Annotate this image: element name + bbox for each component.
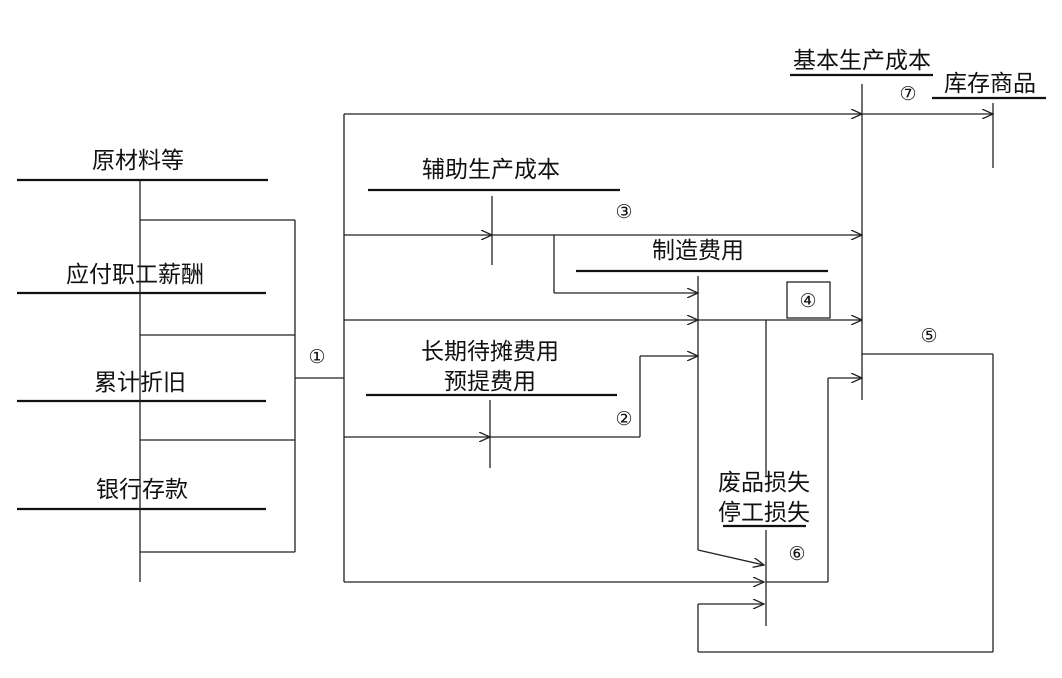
account-scrap-loss-label: 废品损失	[718, 470, 810, 496]
account-shutdown-loss-label: 停工损失	[718, 500, 810, 526]
step-3-marker: ③	[615, 201, 632, 223]
account-auxiliary-cost: 辅助生产成本 ③	[368, 157, 862, 293]
account-payroll: 应付职工薪酬	[17, 262, 266, 295]
account-raw-materials-label: 原材料等	[92, 148, 184, 174]
account-deferred-expenses: 长期待摊费用 预提费用 ②	[366, 339, 698, 468]
account-auxiliary-cost-label: 辅助生产成本	[422, 157, 560, 183]
account-overhead: 制造费用 ④	[576, 238, 862, 565]
distribution-bus	[343, 114, 862, 582]
account-overhead-label: 制造费用	[652, 238, 744, 264]
account-bank-deposit-label: 银行存款	[96, 477, 188, 503]
account-bank-deposit: 银行存款	[17, 477, 266, 511]
step-4-box	[786, 281, 831, 319]
account-losses: 废品损失 停工损失 ⑥	[718, 378, 862, 626]
account-inventory-label: 库存商品	[944, 71, 1036, 97]
step-2-marker: ②	[615, 408, 632, 430]
account-deferred-label-2: 预提费用	[444, 369, 536, 395]
account-basic-cost-label: 基本生产成本	[793, 48, 931, 74]
account-basic-cost: 基本生产成本 ⑦ ⑤	[697, 48, 993, 653]
account-payroll-label: 应付职工薪酬	[66, 262, 204, 288]
account-depreciation: 累计折旧	[17, 370, 266, 403]
step-1-marker: ①	[308, 346, 325, 368]
account-deferred-label-1: 长期待摊费用	[421, 339, 559, 365]
account-inventory: 库存商品	[932, 71, 1046, 168]
step-6-marker: ⑥	[788, 543, 805, 565]
left-collector: ①	[139, 180, 344, 582]
step-4-marker: ④	[799, 290, 816, 312]
account-raw-materials: 原材料等	[17, 148, 268, 182]
step-5-marker: ⑤	[920, 325, 937, 347]
step-7-marker: ⑦	[899, 83, 916, 105]
